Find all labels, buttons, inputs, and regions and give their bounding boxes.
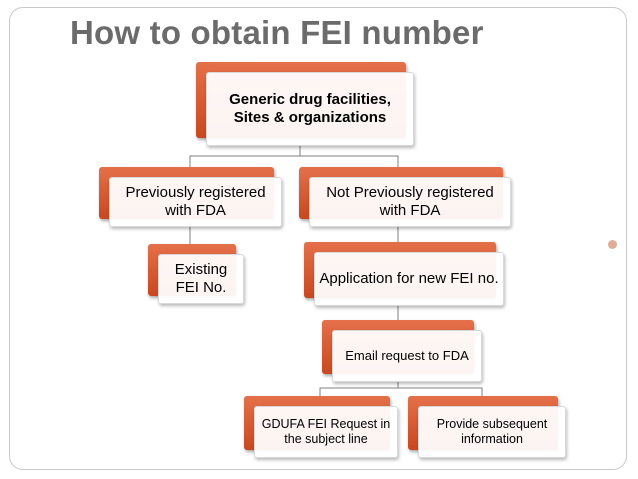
node-email-request: Email request to FDA (322, 320, 482, 382)
node-provide-information-label: Provide subsequent information (418, 406, 566, 458)
node-not-previously-registered-label: Not Previously registered with FDA (309, 177, 511, 227)
node-root: Generic drug facilities, Sites & organiz… (196, 62, 414, 146)
node-application-new-fei: Application for new FEI no. (304, 242, 504, 306)
decorative-dot (608, 240, 617, 249)
node-root-label: Generic drug facilities, Sites & organiz… (206, 72, 414, 146)
node-gdufa-request-label: GDUFA FEI Request in the subject line (254, 406, 398, 458)
node-existing-fei: Existing FEI No. (148, 244, 244, 304)
node-provide-information: Provide subsequent information (408, 396, 566, 458)
connector-email-leaves (319, 380, 483, 397)
node-application-new-fei-label: Application for new FEI no. (314, 252, 504, 306)
node-not-previously-registered: Not Previously registered with FDA (299, 167, 511, 227)
node-email-request-label: Email request to FDA (332, 330, 482, 382)
connector-root-children (189, 144, 399, 172)
slide-title: How to obtain FEI number (70, 14, 484, 51)
node-previously-registered: Previously registered with FDA (99, 167, 282, 227)
node-gdufa-request: GDUFA FEI Request in the subject line (244, 396, 398, 458)
node-existing-fei-label: Existing FEI No. (158, 254, 244, 304)
node-previously-registered-label: Previously registered with FDA (109, 177, 282, 227)
